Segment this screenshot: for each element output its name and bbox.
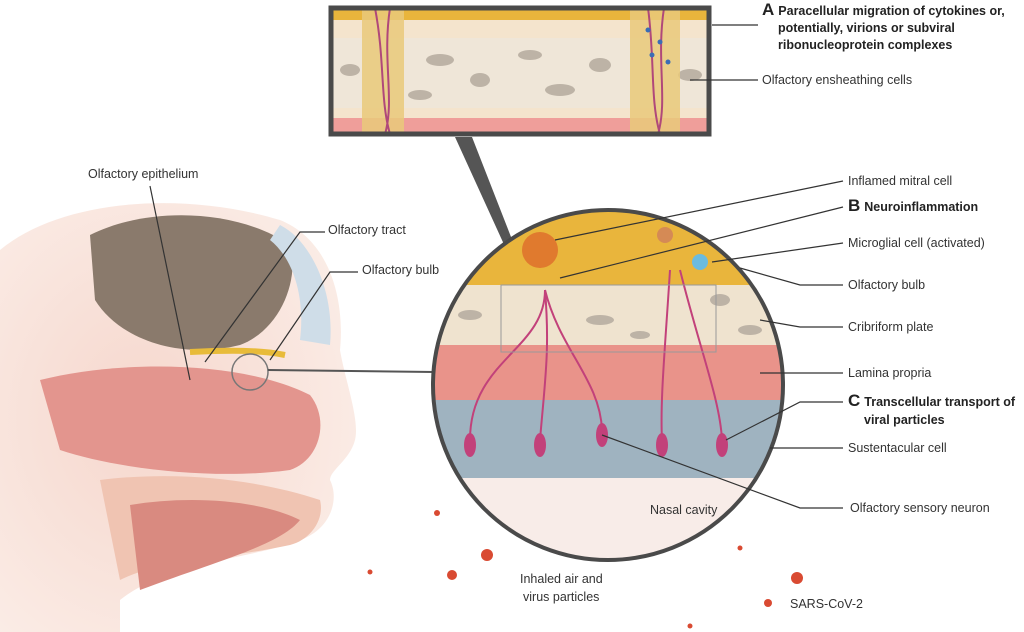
leader-lines [149,24,844,509]
callout-connector [455,137,520,262]
label-sustentacular: Sustentacular cell [848,441,947,455]
label-sars-cov-2: SARS-CoV-2 [790,597,863,611]
label-bulb-right: Olfactory bulb [848,278,926,292]
virus-particles [367,510,803,629]
label-inhaled-line2: virus particles [523,590,600,604]
label-ensheathing: Olfactory ensheathing cells [762,73,913,87]
label-nasal-cavity: Nasal cavity [650,503,718,517]
label-text: Paracellular migration of cytokines or, [778,4,1005,18]
label-epithelium: Olfactory epithelium [88,167,199,181]
tongue [130,500,300,590]
label-letter: A [762,0,775,19]
magnified-circle [431,208,785,562]
inflamed-mitral-cell [522,232,558,268]
label-text: Transcellular transport of [864,395,1016,409]
label-lamina: Lamina propria [848,366,932,380]
label-bulb-left: Olfactory bulb [362,263,440,277]
label-inhaled-line1: Inhaled air and [520,572,603,586]
nasal-cavity-left [40,366,321,474]
head-profile [0,203,435,632]
label-sensory-neuron: Olfactory sensory neuron [850,501,990,515]
label-microglial: Microglial cell (activated) [848,236,985,250]
olfactory-tract-shape [189,347,286,358]
brain [90,215,293,350]
label-c-line2: viral particles [864,413,945,427]
label-inflamed-mitral: Inflamed mitral cell [848,174,953,188]
label-text: Neuroinflammation [864,200,979,214]
label-tract: Olfactory tract [328,223,406,237]
label-letter: B [848,196,861,215]
label-a-line3: ribonucleoprotein complexes [778,38,953,52]
label-cribriform: Cribriform plate [848,320,934,334]
microglial-cell [692,254,708,270]
zoom-origin-circle [231,353,269,391]
label-a-line2: potentially, virions or subviral [778,21,955,35]
inset-panel-a [328,5,712,137]
label-letter: C [848,391,861,410]
